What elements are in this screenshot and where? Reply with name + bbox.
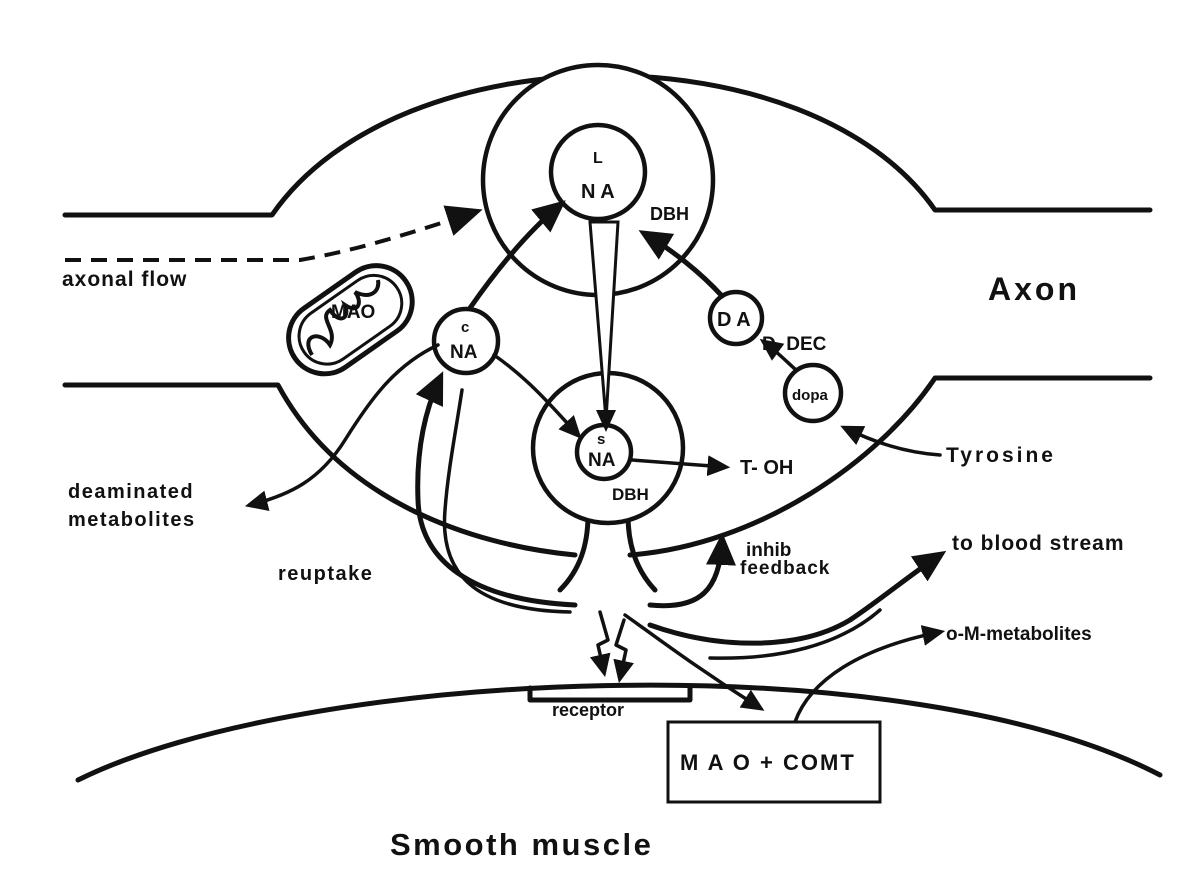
d-dec-label: D. DEC bbox=[762, 334, 827, 355]
receptor-label: receptor bbox=[552, 700, 624, 720]
t-oh-label: T- OH bbox=[740, 457, 793, 479]
small-vesicle-na: NA bbox=[588, 450, 616, 471]
receptor-bracket bbox=[530, 688, 690, 700]
feedback-label: feedback bbox=[740, 558, 830, 579]
release-arrow-right bbox=[616, 620, 626, 678]
dopa-label: dopa bbox=[792, 387, 828, 404]
mao-comt-label: M A O + COMT bbox=[680, 750, 856, 775]
large-vesicle-letter: L bbox=[593, 150, 603, 167]
mitochondrion-mao-label: MAO bbox=[331, 302, 375, 323]
da-label: D A bbox=[717, 309, 751, 331]
release-arrow-left bbox=[598, 612, 608, 672]
to-blood-stream-label: to blood stream bbox=[952, 532, 1125, 555]
metabolites-label: metabolites bbox=[68, 509, 196, 531]
smooth-muscle-label: Smooth muscle bbox=[390, 827, 653, 862]
axon-label: Axon bbox=[988, 271, 1080, 307]
large-vesicle-inner bbox=[551, 125, 645, 219]
deaminated-label: deaminated bbox=[68, 481, 194, 503]
dbh-top-label: DBH bbox=[650, 204, 689, 224]
cytoplasmic-letter: c bbox=[461, 319, 469, 336]
large-vesicle-na: N A bbox=[581, 181, 615, 203]
o-m-metabolites-label: o-M-metabolites bbox=[946, 624, 1092, 645]
small-vesicle-letter: s bbox=[597, 431, 605, 448]
axonal-flow-label: axonal flow bbox=[62, 268, 187, 291]
reuptake-label: reuptake bbox=[278, 563, 373, 585]
cytoplasmic-na: NA bbox=[450, 342, 478, 363]
axonal-flow-arrow bbox=[65, 212, 475, 260]
dbh-bottom-label: DBH bbox=[612, 485, 649, 504]
tyrosine-label: Tyrosine bbox=[946, 444, 1056, 467]
